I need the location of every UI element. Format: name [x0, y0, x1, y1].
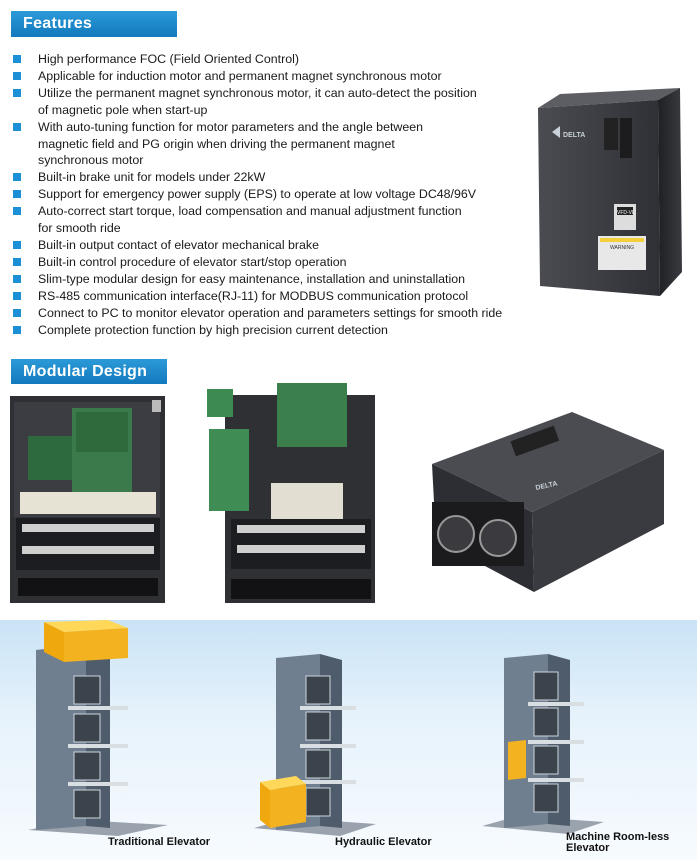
feature-item: Auto-correct start torque, load compensa… [11, 203, 551, 237]
feature-text: magnetic field and PG origin when drivin… [38, 136, 395, 151]
feature-text: synchronous motor [38, 153, 144, 168]
modular-boards-image [207, 383, 375, 603]
feature-item: High performance FOC (Field Oriented Con… [11, 51, 551, 68]
hydraulic-machine-box [260, 776, 306, 828]
feature-text: Utilize the permanent magnet synchronous… [38, 85, 477, 100]
feature-item: Support for emergency power supply (EPS)… [11, 186, 551, 203]
feature-text: Auto-correct start torque, load compensa… [38, 204, 462, 219]
square-bullet-icon [13, 88, 21, 97]
open-drive-image [10, 396, 165, 603]
svg-text:WARNING: WARNING [610, 245, 634, 251]
svg-text:DELTA: DELTA [563, 132, 585, 139]
feature-text: Complete protection function by high pre… [38, 322, 388, 337]
feature-item: With auto-tuning function for motor para… [11, 119, 551, 170]
square-bullet-icon [13, 325, 21, 334]
feature-text: Built-in output contact of elevator mech… [38, 237, 320, 252]
feature-text: for smooth ride [38, 221, 121, 236]
feature-text: Connect to PC to monitor elevator operat… [38, 305, 503, 320]
feature-item: RS-485 communication interface(RJ-11) fo… [11, 288, 551, 305]
delta-logo-icon: DELTA [552, 126, 585, 139]
feature-text: With auto-tuning function for motor para… [38, 119, 424, 134]
svg-text:VFD-VL: VFD-VL [617, 210, 635, 216]
hydraulic-elevator-label: Hydraulic Elevator [335, 836, 432, 848]
square-bullet-icon [13, 274, 21, 283]
cooling-fan-icon [437, 515, 517, 557]
feature-text: Built-in brake unit for models under 22k… [38, 170, 266, 185]
feature-text: Slim-type modular design for easy mainte… [38, 271, 466, 286]
square-bullet-icon [13, 308, 21, 317]
square-bullet-icon [13, 291, 21, 300]
square-bullet-icon [13, 190, 21, 199]
square-bullet-icon [13, 240, 21, 249]
feature-item: Slim-type modular design for easy mainte… [11, 271, 551, 288]
feature-item: Built-in output contact of elevator mech… [11, 237, 551, 254]
feature-item: Connect to PC to monitor elevator operat… [11, 305, 551, 322]
feature-text: RS-485 communication interface(RJ-11) fo… [38, 288, 469, 303]
drive-with-fans-image: DELTA [432, 412, 664, 592]
feature-text: High performance FOC (Field Oriented Con… [38, 52, 299, 66]
feature-item: Built-in control procedure of elevator s… [11, 254, 551, 271]
square-bullet-icon [13, 122, 21, 131]
traditional-elevator-illustration [28, 620, 168, 836]
square-bullet-icon [13, 55, 21, 63]
mrl-machine-box [508, 740, 526, 780]
feature-text: Applicable for induction motor and perma… [38, 68, 442, 83]
feature-text: Support for emergency power supply (EPS)… [38, 187, 477, 202]
traditional-elevator-label: Traditional Elevator [108, 836, 211, 848]
square-bullet-icon [13, 257, 21, 266]
inverter-drive-image: DELTA VFD-VL WARNING [538, 88, 682, 296]
square-bullet-icon [13, 71, 21, 80]
feature-list: High performance FOC (Field Oriented Con… [11, 51, 551, 338]
feature-item: Applicable for induction motor and perma… [11, 68, 551, 85]
svg-text:DELTA: DELTA [535, 480, 558, 491]
machine-room-less-elevator-label: Machine Room-less Elevator [566, 831, 670, 854]
feature-item: Utilize the permanent magnet synchronous… [11, 85, 551, 119]
feature-text: of magnetic pole when start-up [38, 102, 208, 117]
feature-item: Built-in brake unit for models under 22k… [11, 169, 551, 186]
feature-text: Built-in control procedure of elevator s… [38, 254, 347, 269]
features-heading: Features [11, 11, 177, 37]
square-bullet-icon [13, 173, 21, 182]
feature-item: Complete protection function by high pre… [11, 322, 551, 339]
square-bullet-icon [13, 207, 21, 216]
modular-design-heading: Modular Design [11, 359, 167, 384]
